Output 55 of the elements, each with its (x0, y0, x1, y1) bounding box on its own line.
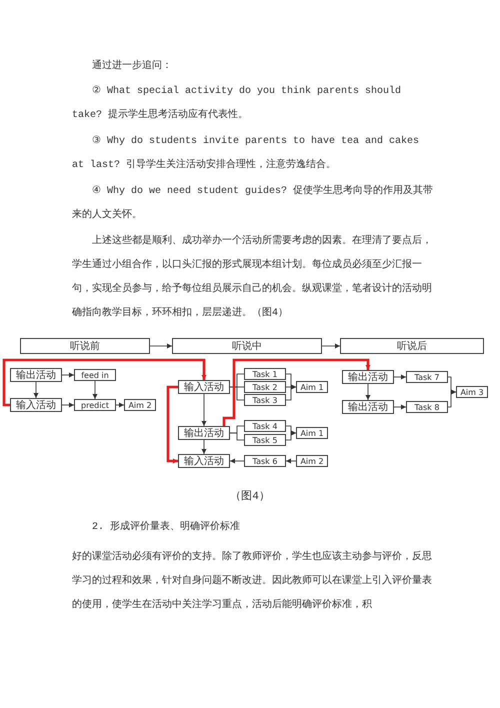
arrow (62, 402, 74, 408)
connector-line (230, 386, 244, 400)
connector-line (230, 432, 244, 440)
activity-box: 输出活动 (178, 426, 230, 440)
arrow (286, 384, 296, 400)
arrow (286, 430, 296, 440)
task-box: Task 1 (244, 368, 286, 380)
task-box: Task 3 (244, 394, 286, 406)
arrow (2, 358, 206, 406)
arrow (202, 440, 206, 454)
paragraph: 通过进一步追问： (91, 58, 173, 74)
arrow (322, 344, 340, 348)
paragraph: ③ Why do students invite parents to have tea and cakes at last? 引导学生关注活动安排合理性，注意劳逸结合。 (72, 134, 420, 173)
aim-box: Aim 3 (456, 386, 488, 398)
arrow (166, 386, 178, 464)
activity-box: 输出活动 (342, 400, 394, 414)
aim-box: Aim 2 (296, 455, 328, 467)
paragraph: 好的课堂活动必须有评价的支持。除了教师评价，学生也应该主动参与评价，反思学习的过程和效果，针对自身问题不断改进。因此教师可以在课堂上引入评价量表的使用，使学生在活动中关注学习重点，活动后能明确评价标准，积 (72, 550, 433, 613)
activity-box: 输入活动 (10, 398, 62, 412)
activity-box: 输入活动 (178, 380, 230, 394)
activity-box: 输出活动 (342, 370, 394, 384)
arrow (116, 402, 124, 408)
stage-box: 听说前 (20, 338, 150, 354)
paragraph: ② What special activity do you think parents should take? 提示学生思考活动应有代表性。 (72, 84, 402, 123)
task-box: Task 6 (244, 455, 286, 467)
arrow (366, 384, 370, 400)
arrow (150, 344, 172, 348)
task-box: predict (74, 399, 116, 411)
aim-box: Aim 1 (296, 381, 328, 393)
figure-caption: （图4） (229, 490, 271, 503)
stage-box: 听说中 (172, 338, 322, 354)
task-box: Task 8 (406, 401, 448, 413)
activity-box: 输入活动 (178, 454, 230, 468)
arrow (394, 404, 406, 410)
arrow (62, 372, 74, 378)
section-heading: 2. 形成评价量表、明确评价标准 (91, 520, 242, 535)
arrow (230, 458, 244, 464)
paragraph: ④ Why do we need student guides? 促使学生思考向导的作用及其带来的人文关怀。 (72, 184, 434, 223)
arrow (202, 394, 206, 426)
task-box: Task 7 (406, 371, 448, 383)
task-box: Task 5 (244, 434, 286, 446)
arrow (286, 458, 296, 464)
arrow (92, 380, 98, 400)
stage-box: 听说后 (340, 338, 484, 354)
arrow (34, 382, 38, 398)
task-box: Task 2 (244, 381, 286, 393)
arrow (222, 358, 370, 426)
task-box: Task 4 (244, 420, 286, 432)
arrow (394, 374, 406, 380)
arrow (448, 390, 456, 408)
aim-box: Aim 2 (124, 399, 156, 411)
paragraph: 上述这些都是顺利、成功举办一个活动所需要考虑的因素。在理清了要点后，学生通过小组合作，以口头汇报的形式展现本组计划。每位成员必须至少汇报一句，实现全员参与，给予每位组员展示自己的机会。纵观课堂，笔者设计的活动明确指向教学目标，环环相扣，层层递进。（图4） (72, 234, 433, 321)
task-box: feed in (74, 369, 116, 381)
aim-box: Aim 1 (296, 427, 328, 439)
activity-box: 输出活动 (10, 368, 62, 382)
